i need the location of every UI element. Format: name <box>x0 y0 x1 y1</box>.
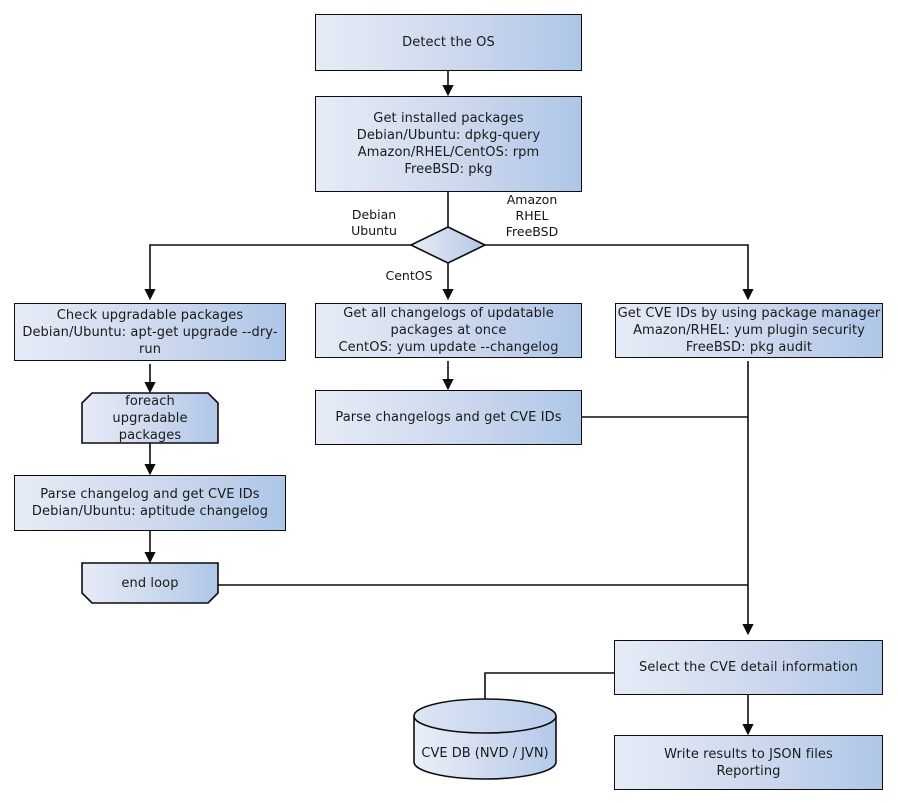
node-select-cve-detail-label: Select the CVE detail information <box>638 660 859 675</box>
node-detect-os[interactable]: Detect the OS <box>315 14 582 71</box>
node-cve-db[interactable]: CVE DB (NVD / JVN) <box>414 699 556 779</box>
node-parse-changelogs-multi[interactable]: Parse changelogs and get CVE IDs <box>315 390 582 445</box>
node-select-cve-detail[interactable]: Select the CVE detail information <box>614 640 883 695</box>
node-get-all-changelogs-label: Get all changelogs of updatable packages… <box>338 306 559 355</box>
edge-decision-right <box>485 244 754 301</box>
node-cve-db-label: CVE DB (NVD / JVN) <box>421 745 549 761</box>
os-decision-diamond <box>409 226 487 264</box>
node-end-loop[interactable]: end loop <box>82 563 218 603</box>
node-get-installed-packages-label: Get installed packages Debian/Ubuntu: dp… <box>356 111 541 177</box>
node-get-cve-ids-package-manager-label: Get CVE IDs by using package manager Ama… <box>617 306 881 355</box>
node-check-upgradable-packages-label: Check upgradable packages Debian/Ubuntu:… <box>22 307 278 357</box>
edge-label-amazon-rhel-freebsd: Amazon RHEL FreeBSD <box>505 192 559 239</box>
node-write-results[interactable]: Write results to JSON files Reporting <box>614 735 883 790</box>
node-foreach-loop-label: foreach upgradable packages <box>112 393 188 443</box>
node-parse-changelogs-multi-label: Parse changelogs and get CVE IDs <box>335 410 562 425</box>
edge-decision-left <box>144 244 411 301</box>
node-get-all-changelogs[interactable]: Get all changelogs of updatable packages… <box>315 303 582 358</box>
node-get-cve-ids-package-manager[interactable]: Get CVE IDs by using package manager Ama… <box>615 303 883 358</box>
node-end-loop-label: end loop <box>121 575 179 591</box>
node-parse-changelog-single[interactable]: Parse changelog and get CVE IDs Debian/U… <box>14 475 286 531</box>
node-write-results-label: Write results to JSON files Reporting <box>664 746 833 779</box>
edge-label-centos: CentOS <box>385 268 433 283</box>
node-parse-changelog-single-label: Parse changelog and get CVE IDs Debian/U… <box>31 487 269 519</box>
node-check-upgradable-packages[interactable]: Check upgradable packages Debian/Ubuntu:… <box>14 303 286 361</box>
node-foreach-loop[interactable]: foreach upgradable packages <box>82 393 218 443</box>
node-detect-os-label: Detect the OS <box>402 35 495 50</box>
node-get-installed-packages[interactable]: Get installed packages Debian/Ubuntu: dp… <box>315 96 582 192</box>
edge-label-debian-ubuntu: Debian Ubuntu <box>351 207 397 238</box>
